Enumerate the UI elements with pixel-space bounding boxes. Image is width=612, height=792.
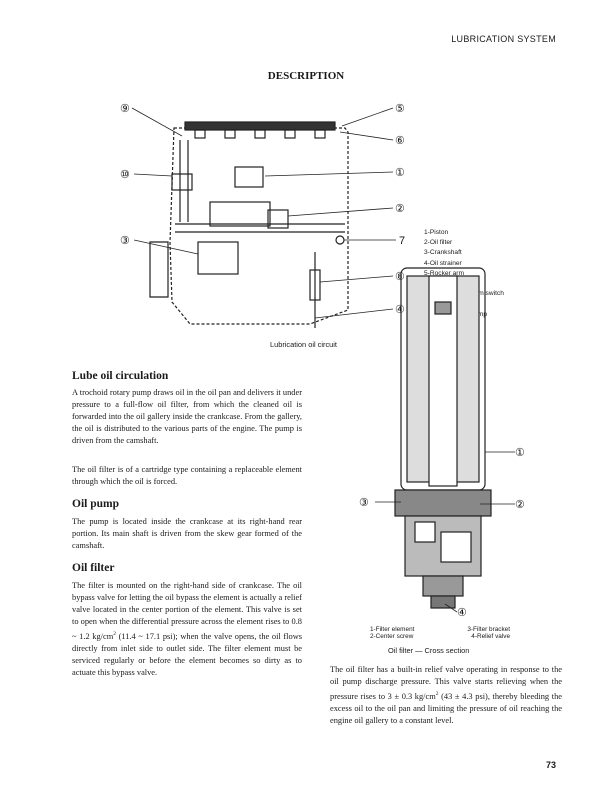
legend-item: 2-Center screw bbox=[370, 633, 414, 640]
legend-item: 1-Filter element bbox=[370, 626, 415, 633]
legend-item: 3-Crankshaft bbox=[424, 249, 462, 257]
callout-4: ④ bbox=[395, 304, 405, 316]
callout-8: ⑧ bbox=[395, 271, 405, 283]
filter-caption: Oil filter — Cross section bbox=[388, 646, 470, 655]
filter-unit: kg/cm bbox=[92, 631, 114, 641]
callout-3: ③ bbox=[120, 235, 130, 247]
relief-text-a: The oil filter has a built-in relief val… bbox=[330, 665, 562, 701]
relief-text-b: (43 ± 4.3 psi), thereby bleeding the exc… bbox=[330, 691, 562, 725]
oil-filter-cross-section: ① ③ ② ④ bbox=[359, 267, 525, 619]
lube-paragraph-2: The oil filter is of a cartridge type co… bbox=[72, 465, 302, 486]
section-title-pump: Oil pump bbox=[72, 498, 119, 510]
relief-valve-paragraph: The oil filter has a built-in relief val… bbox=[330, 664, 562, 727]
callout-6: ⑥ bbox=[395, 135, 405, 147]
page-number: 73 bbox=[545, 760, 556, 770]
callout-9: ⑨ bbox=[120, 103, 130, 115]
lubrication-circuit-diagram: ⑨ ⑤ ⑥ ⑩ ① ② ③ 7 ⑧ ④ bbox=[120, 103, 405, 328]
page-title: DESCRIPTION bbox=[267, 70, 345, 82]
legend-item: 3-Filter bracket bbox=[467, 626, 510, 633]
legend-item: 5-Rocker arm bbox=[424, 269, 464, 277]
filter-legend-row: 1-Filter element 3-Filter bracket bbox=[370, 626, 510, 633]
legend-item: 1-Piston bbox=[424, 229, 449, 236]
filter-paragraph: The filter is mounted on the right-hand … bbox=[72, 580, 302, 679]
callout-5: ⑤ bbox=[395, 103, 405, 115]
running-header: LUBRICATION SYSTEM bbox=[451, 34, 556, 44]
superscript: 2 bbox=[435, 691, 439, 697]
filter-callout-3: ③ bbox=[359, 497, 369, 509]
filter-text-a: The filter is mounted on the right-hand … bbox=[72, 581, 302, 641]
legend-item: 2-Oil filter bbox=[424, 239, 453, 247]
filter-callout-2: ② bbox=[515, 499, 525, 511]
circuit-caption: Lubrication oil circuit bbox=[270, 340, 337, 349]
legend-item: 4-Relief valve bbox=[471, 633, 510, 640]
filter-legend: 1-Filter element 3-Filter bracket 2-Cent… bbox=[370, 626, 510, 640]
section-title-filter: Oil filter bbox=[72, 562, 115, 574]
callout-7: 7 bbox=[399, 235, 405, 247]
filter-callout-4: ④ bbox=[457, 607, 467, 619]
filter-callout-1: ① bbox=[515, 447, 525, 459]
lube-paragraph-1: A trochoid rotary pump draws oil in the … bbox=[72, 388, 302, 445]
superscript: 2 bbox=[113, 631, 116, 637]
section-title-lube: Lube oil circulation bbox=[72, 370, 169, 382]
legend-item: 4-Oil strainer bbox=[424, 259, 462, 267]
pump-paragraph: The pump is located inside the crankcase… bbox=[72, 517, 302, 550]
filter-text-b: (11.4 ~ 17.1 psi); when the valve opens,… bbox=[72, 631, 302, 677]
callout-2: ② bbox=[395, 203, 405, 215]
filter-legend-row: 2-Center screw 4-Relief valve bbox=[370, 633, 510, 640]
callout-10: ⑩ bbox=[120, 169, 130, 181]
callout-1: ① bbox=[395, 167, 405, 179]
